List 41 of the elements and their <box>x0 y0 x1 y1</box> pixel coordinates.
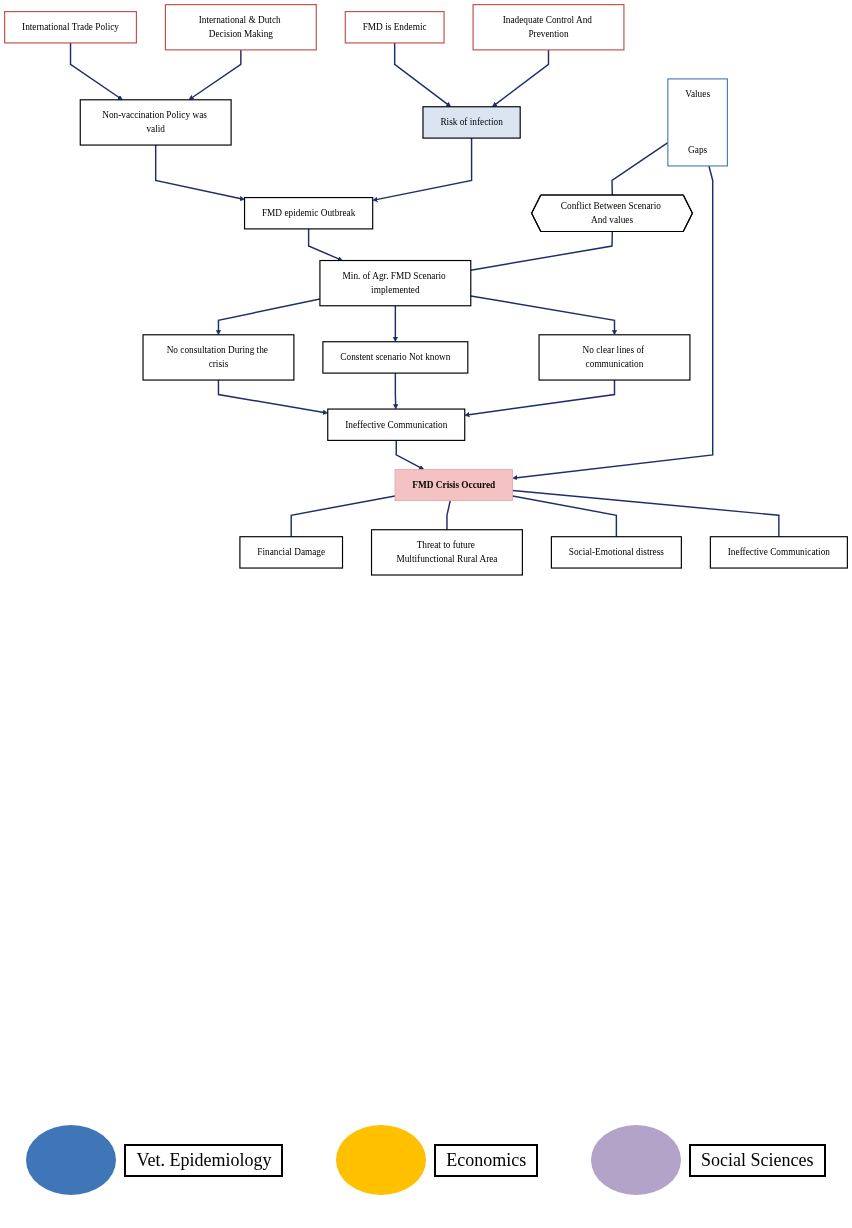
connector <box>511 489 780 538</box>
node-box <box>243 197 374 230</box>
arrow <box>154 144 245 202</box>
arrow <box>492 49 550 107</box>
connector <box>290 495 396 538</box>
node-box <box>709 536 848 569</box>
node-box <box>394 469 513 502</box>
node-box <box>422 106 521 139</box>
legend-label: Vet. Epidemiology <box>124 1143 284 1177</box>
arrow <box>217 379 328 415</box>
arrow <box>372 137 473 202</box>
node-box <box>79 99 232 146</box>
node-box <box>370 529 523 576</box>
connector <box>446 500 451 531</box>
arrow <box>464 379 616 418</box>
arrow <box>393 42 452 107</box>
connector <box>511 495 618 538</box>
node-box <box>4 11 137 44</box>
node-box <box>344 11 445 44</box>
node-box <box>327 408 466 441</box>
node-box <box>550 536 682 569</box>
connector <box>470 231 614 271</box>
arrow <box>307 228 343 262</box>
node-box <box>319 259 472 307</box>
arrow <box>392 305 398 342</box>
node-box <box>239 536 344 569</box>
flowchart: International Trade Policy International & Dutch Decision Making FMD is Endemic Inadequate Control And Prevention Values Gaps Non-vaccination Policy was valid Risk of infection FMD epidemic Outbreak Conflict Between Scenario And values Min. of Agr. FMD Scenario implemented No consultation During the crisis Constent scenario Not known No clear lines of communication Ineffective Communication FMD Crisis Occured Financial Damage Threat to future Multifunctional Rural Area Social-Emotional distress Ineffective Communication <box>0 0 852 1110</box>
node-box <box>142 334 295 381</box>
node-box <box>322 341 469 374</box>
arrow <box>393 372 399 410</box>
arrow <box>395 439 425 470</box>
legend-label: Social Sciences <box>689 1143 826 1177</box>
legend-label: Economics <box>434 1143 539 1177</box>
arrow <box>512 165 714 481</box>
node-box <box>538 334 691 381</box>
node-box <box>472 4 625 51</box>
node-box <box>667 78 728 167</box>
node-box <box>164 4 317 51</box>
arrow <box>69 42 123 101</box>
arrow <box>188 49 242 101</box>
arrow <box>470 295 618 335</box>
